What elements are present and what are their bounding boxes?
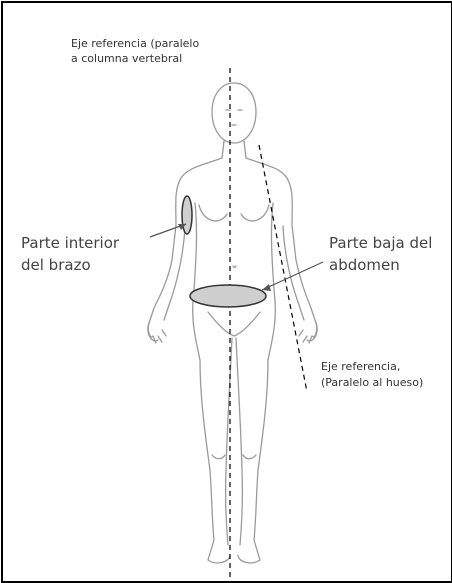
lower-abdomen-label-line2: abdomen: [329, 256, 400, 274]
arm-bone-reference-axis: [259, 145, 307, 392]
bone-axis-label-line1: Eje referencia,: [321, 360, 400, 373]
inner-arm-label-line2: del brazo: [21, 256, 91, 274]
bone-axis-label-line2: (Paralelo al hueso): [321, 376, 423, 389]
spine-axis-label-line1: Eje referencia (paralelo: [71, 37, 199, 50]
inner-arm-region: [182, 196, 192, 234]
inner-arm-arrow: [150, 224, 186, 237]
human-figure-outline: [148, 83, 317, 563]
lower-abdomen-label-line1: Parte baja del: [329, 234, 432, 252]
inner-arm-label-line1: Parte interior: [21, 234, 120, 252]
lower-abdomen-region: [190, 285, 266, 307]
spine-axis-label-line2: a columna vertebral: [71, 52, 182, 65]
